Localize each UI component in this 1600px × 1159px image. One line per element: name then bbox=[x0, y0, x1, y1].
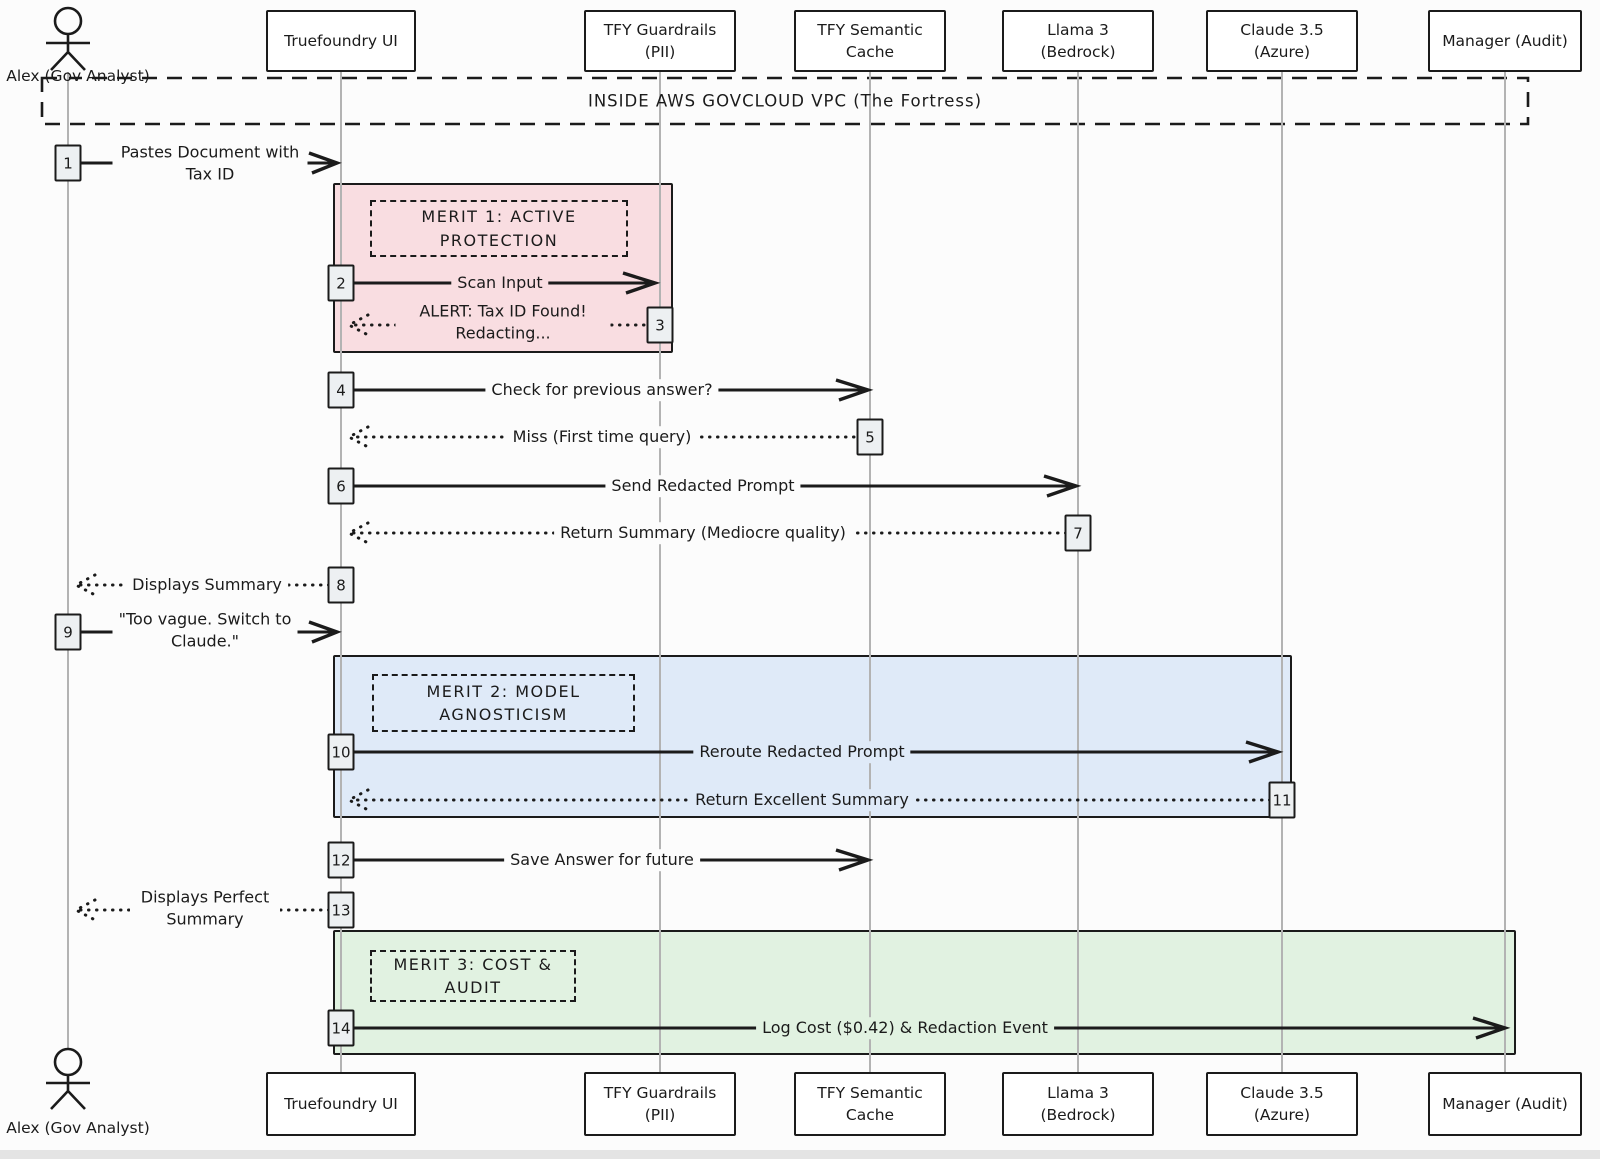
actor-label-bottom: Alex (Gov Analyst) bbox=[6, 1119, 150, 1137]
msg-11-badge: 11 bbox=[1268, 781, 1296, 819]
msg-3-badge: 3 bbox=[646, 306, 674, 344]
participant-top-tfy-semantic-cache: TFY Semantic Cache bbox=[794, 10, 946, 72]
msg-6-badge: 6 bbox=[327, 467, 355, 505]
participant-label: Llama 3 (Bedrock) bbox=[1040, 1083, 1116, 1124]
participant-bottom-claude-35: Claude 3.5 (Azure) bbox=[1206, 1072, 1358, 1136]
msg-1-badge: 1 bbox=[54, 144, 82, 182]
msg-7-badge: 7 bbox=[1064, 514, 1092, 552]
actor-head-icon bbox=[53, 1047, 83, 1077]
msg-5-badge: 5 bbox=[856, 418, 884, 456]
merit-title-label: MERIT 1: ACTIVE PROTECTION bbox=[421, 207, 577, 250]
participant-top-tfy-guardrails: TFY Guardrails (PII) bbox=[584, 10, 736, 72]
participant-bottom-tfy-semantic-cache: TFY Semantic Cache bbox=[794, 1072, 946, 1136]
msg-10-label: Reroute Redacted Prompt bbox=[693, 741, 911, 763]
msg-5-arrow bbox=[345, 425, 872, 449]
msg-9-badge: 9 bbox=[54, 613, 82, 651]
participant-bottom-manager-audit: Manager (Audit) bbox=[1428, 1072, 1582, 1136]
msg-5-label: Miss (First time query) bbox=[506, 426, 698, 448]
msg-14-label: Log Cost ($0.42) & Redaction Event bbox=[756, 1017, 1054, 1039]
msg-9-label: "Too vague. Switch to Claude." bbox=[112, 608, 298, 652]
msg-11-label: Return Excellent Summary bbox=[689, 789, 915, 811]
participant-label: Llama 3 (Bedrock) bbox=[1040, 20, 1116, 61]
msg-4-badge: 4 bbox=[327, 371, 355, 409]
vpc-boundary-label: INSIDE AWS GOVCLOUD VPC (The Fortress) bbox=[587, 91, 983, 111]
msg-14-badge: 14 bbox=[327, 1009, 355, 1047]
merit-3-title-box: MERIT 3: COST & AUDIT bbox=[370, 950, 576, 1002]
participant-label: Truefoundry UI bbox=[284, 31, 398, 50]
msg-2-label: Scan Input bbox=[451, 272, 549, 294]
participant-top-truefoundry-ui: Truefoundry UI bbox=[266, 10, 416, 72]
participant-label: TFY Semantic Cache bbox=[817, 20, 923, 61]
msg-3-label: ALERT: Tax ID Found! Redacting... bbox=[395, 300, 611, 344]
participant-top-claude-35: Claude 3.5 (Azure) bbox=[1206, 10, 1358, 72]
msg-10-badge: 10 bbox=[327, 733, 355, 771]
participant-label: Manager (Audit) bbox=[1442, 31, 1568, 50]
actor-head-icon bbox=[53, 6, 83, 36]
msg-2-badge: 2 bbox=[327, 264, 355, 302]
participant-bottom-tfy-guardrails: TFY Guardrails (PII) bbox=[584, 1072, 736, 1136]
participant-label: TFY Semantic Cache bbox=[817, 1083, 923, 1124]
msg-8-label: Displays Summary bbox=[126, 574, 288, 596]
vpc-boundary-box bbox=[40, 76, 1530, 126]
participant-label: Claude 3.5 (Azure) bbox=[1240, 20, 1324, 61]
msg-1-label: Pastes Document with Tax ID bbox=[112, 141, 308, 185]
actor-label-top: Alex (Gov Analyst) bbox=[6, 67, 150, 85]
participant-label: Claude 3.5 (Azure) bbox=[1240, 1083, 1324, 1124]
participant-label: Manager (Audit) bbox=[1442, 1094, 1568, 1113]
actor-figure-bottom bbox=[46, 1047, 90, 1110]
msg-12-label: Save Answer for future bbox=[504, 849, 700, 871]
msg-13-label: Displays Perfect Summary bbox=[130, 886, 280, 930]
participant-top-llama-3: Llama 3 (Bedrock) bbox=[1002, 10, 1154, 72]
msg-13-badge: 13 bbox=[327, 891, 355, 929]
msg-7-label: Return Summary (Mediocre quality) bbox=[554, 522, 852, 544]
participant-bottom-llama-3: Llama 3 (Bedrock) bbox=[1002, 1072, 1154, 1136]
participant-bottom-truefoundry-ui: Truefoundry UI bbox=[266, 1072, 416, 1136]
merit-1-title-box: MERIT 1: ACTIVE PROTECTION bbox=[370, 200, 628, 257]
actor-figure-top bbox=[46, 6, 90, 71]
merit-2-title-box: MERIT 2: MODEL AGNOSTICISM bbox=[372, 674, 635, 732]
merit-title-label: MERIT 3: COST & AUDIT bbox=[393, 954, 553, 997]
msg-4-label: Check for previous answer? bbox=[485, 379, 719, 401]
participant-top-manager-audit: Manager (Audit) bbox=[1428, 10, 1582, 72]
participant-label: Truefoundry UI bbox=[284, 1094, 398, 1113]
msg-12-badge: 12 bbox=[327, 841, 355, 879]
bottom-edge-strip bbox=[0, 1150, 1600, 1159]
participant-label: TFY Guardrails (PII) bbox=[603, 20, 717, 61]
msg-8-badge: 8 bbox=[327, 566, 355, 604]
msg-6-label: Send Redacted Prompt bbox=[605, 475, 801, 497]
participant-label: TFY Guardrails (PII) bbox=[603, 1083, 717, 1124]
lifelines bbox=[67, 72, 1506, 1074]
merit-title-label: MERIT 2: MODEL AGNOSTICISM bbox=[426, 681, 581, 724]
